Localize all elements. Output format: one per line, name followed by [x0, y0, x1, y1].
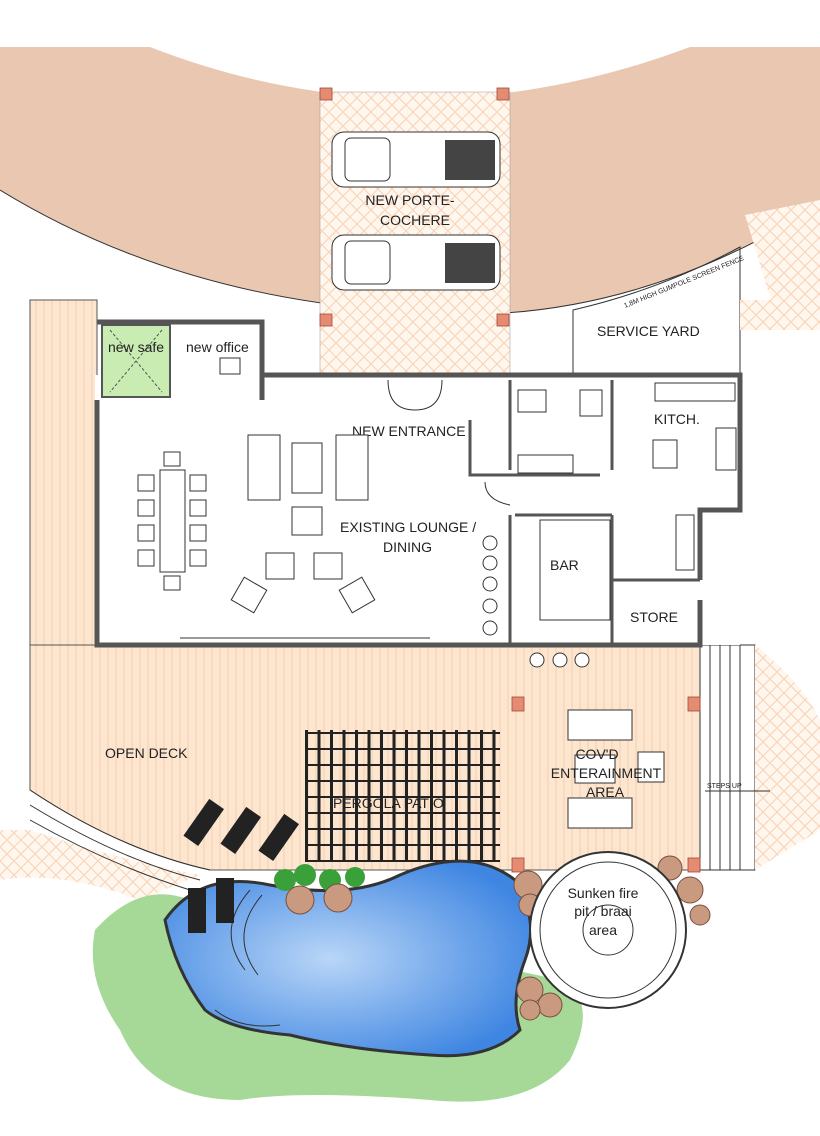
service-yard: [572, 246, 741, 376]
sun-loungers: [183, 798, 299, 862]
toilet-icon: [579, 389, 603, 417]
pergola-beam: [305, 732, 500, 734]
stove-icon: [715, 427, 737, 471]
entertainment-furniture: [567, 709, 665, 829]
bar-label: BAR: [550, 557, 579, 573]
pillars: [319, 87, 510, 327]
fire-pit-label: Sunken fire: [568, 885, 639, 901]
open-deck-label: OPEN DECK: [105, 745, 188, 761]
toilet-icon: [517, 389, 547, 413]
lounge-furniture: [230, 434, 376, 614]
car-icon: [331, 131, 501, 188]
bar-stools: [482, 535, 590, 668]
pergola-label: PERGOLA PATIO: [333, 795, 444, 811]
dining-table: [137, 451, 207, 591]
pergola-beam: [305, 748, 500, 750]
new-safe-label: new safe: [108, 339, 164, 355]
kitchen-counter: [675, 514, 695, 571]
new-entrance-label: NEW ENTRANCE: [352, 423, 466, 439]
steps: [699, 644, 820, 871]
kitchen-label: KITCH.: [654, 411, 700, 427]
side-deck: [29, 299, 98, 701]
office-chair: [219, 357, 241, 375]
pool-lounger: [216, 878, 234, 923]
lounge-label: EXISTING LOUNGE /: [340, 519, 476, 535]
kitchen-sink: [654, 382, 736, 402]
fire-pit-label-2: pit / braai: [574, 903, 632, 919]
porte-cochere-label-2: COCHERE: [380, 212, 450, 228]
pergola: [305, 730, 500, 862]
steps-up-label: STEPS UP: [707, 783, 742, 790]
store-label: STORE: [630, 609, 678, 625]
fire-pit-label-3: area: [589, 922, 617, 938]
pergola-beam: [305, 780, 500, 782]
lounge-label-2: DINING: [383, 539, 432, 555]
boulders: [285, 855, 711, 1021]
kitchen-island: [652, 439, 678, 469]
new-office-label: new office: [186, 339, 249, 355]
pergola-beam: [305, 828, 500, 830]
pergola-beam: [305, 796, 500, 798]
covd-label-3: AREA: [586, 784, 625, 800]
pergola-beam: [305, 764, 500, 766]
plants: [274, 864, 365, 891]
service-yard-label: SERVICE YARD: [597, 323, 700, 339]
basin-icon: [517, 454, 574, 474]
pool-lounger: [188, 888, 206, 933]
pergola-beam: [305, 812, 500, 814]
car-icon: [331, 234, 501, 291]
pergola-beam: [305, 860, 500, 862]
covd-label-2: ENTERAINMENT: [551, 765, 662, 781]
covd-label: COV'D: [575, 746, 618, 762]
pergola-beam: [305, 844, 500, 846]
porte-cochere-label: NEW PORTE-: [365, 192, 455, 208]
fire-pit: [529, 851, 687, 1009]
